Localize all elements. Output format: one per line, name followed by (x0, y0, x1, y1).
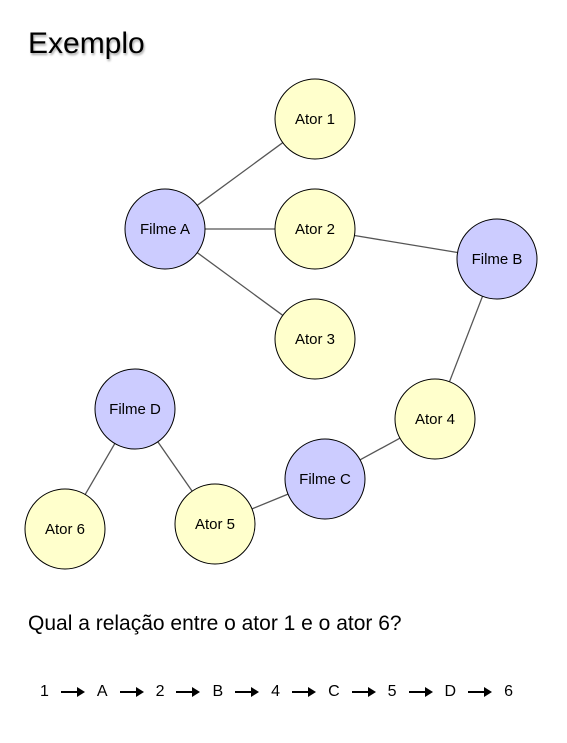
node-label: Filme A (140, 221, 190, 238)
path-step-ator-2: 2 (155, 683, 165, 700)
path-step-filme-a: A (96, 683, 108, 700)
edge-ator5-filmeD (157, 441, 193, 492)
relation-path: 1 A 2 B 4 C 5 D 6 (40, 680, 513, 704)
filme-node-circle (284, 438, 366, 520)
node-label: Ator 2 (295, 221, 335, 238)
right-arrow-icon (119, 687, 144, 697)
node-ator5: Ator 5 (174, 483, 256, 565)
ator-node-circle (24, 488, 106, 570)
edge-filmeC-ator5 (251, 493, 289, 510)
path-step-filme-b: B (212, 683, 224, 700)
filme-node-circle (124, 188, 206, 270)
node-ator3: Ator 3 (274, 298, 356, 380)
node-filmeC: Filme C (284, 438, 366, 520)
ator-node-circle (274, 298, 356, 380)
edge-filmeD-ator6 (84, 443, 116, 495)
path-step-ator-1: 1 (40, 683, 49, 700)
node-label: Ator 4 (415, 411, 455, 428)
path-step-ator-4: 4 (271, 683, 281, 700)
right-arrow-icon (468, 687, 493, 697)
page-title: Exemplo (28, 27, 145, 60)
node-ator1: Ator 1 (274, 78, 356, 160)
right-arrow-icon (292, 687, 317, 697)
node-label: Filme B (472, 251, 523, 268)
node-label: Ator 1 (295, 111, 335, 128)
right-arrow-icon (235, 687, 260, 697)
node-ator2: Ator 2 (274, 188, 356, 270)
question-text: Qual a relação entre o ator 1 e o ator 6… (28, 612, 402, 635)
node-label: Ator 6 (45, 521, 85, 538)
edge-ator2-filmeB (354, 234, 458, 254)
ator-node-circle (394, 378, 476, 460)
edge-filmeA-ator3 (196, 252, 284, 316)
path-step-ator-6: 6 (504, 683, 513, 700)
node-label: Ator 3 (295, 331, 335, 348)
ator-node-circle (274, 78, 356, 160)
node-filmeA: Filme A (124, 188, 206, 270)
edge-ator4-filmeC (359, 437, 401, 461)
graph-nodes: Ator 1 Filme A Ator 2 Filme B Ator 3 Filme D A… (24, 78, 538, 570)
node-label: Filme D (109, 401, 161, 418)
node-filmeB: Filme B (456, 218, 538, 300)
right-arrow-icon (408, 687, 433, 697)
graph-edges (84, 142, 484, 510)
node-ator6: Ator 6 (24, 488, 106, 570)
right-arrow-icon (176, 687, 201, 697)
right-arrow-icon (351, 687, 376, 697)
filme-node-circle (456, 218, 538, 300)
ator-node-circle (174, 483, 256, 565)
right-arrow-icon (60, 687, 85, 697)
filme-node-circle (94, 368, 176, 450)
edge-filmeA-ator1 (196, 142, 284, 206)
ator-node-circle (274, 188, 356, 270)
actor-film-graph: Ator 1 Filme A Ator 2 Filme B Ator 3 Filme D A… (24, 78, 538, 570)
node-filmeD: Filme D (94, 368, 176, 450)
path-step-filme-d: D (444, 683, 457, 700)
node-ator4: Ator 4 (394, 378, 476, 460)
node-label: Filme C (299, 471, 351, 488)
node-label: Ator 5 (195, 516, 235, 533)
path-step-ator-5: 5 (387, 683, 397, 700)
path-step-filme-c: C (328, 683, 340, 700)
edge-filmeB-ator4 (448, 296, 484, 382)
